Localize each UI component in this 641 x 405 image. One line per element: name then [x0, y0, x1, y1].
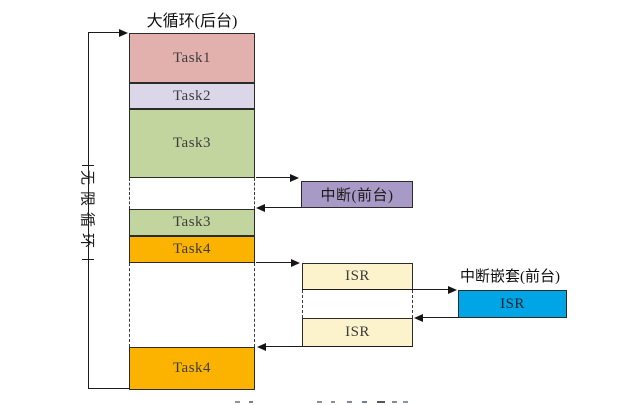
task4-resume-label: Task4	[172, 360, 212, 376]
cutoff-caption-fragment	[249, 401, 253, 403]
infinite-loop-label: 无限循环	[78, 169, 95, 255]
isr-gap-left-dash	[302, 290, 303, 318]
from-interrupt-arrowhead-icon	[256, 204, 265, 212]
task3-label: Task3	[172, 135, 212, 151]
isr-second-label: ISR	[345, 324, 370, 340]
to-isr-arrowhead-icon	[291, 259, 300, 267]
task4-resume-box: Task4	[129, 347, 255, 390]
to-nested-isr-line	[302, 289, 448, 290]
to-nested-isr-arrowhead-icon	[448, 286, 457, 294]
gap2-left-dash	[129, 263, 130, 347]
interrupt-label: 中断(前台)	[320, 188, 394, 204]
loop-tick-top	[82, 165, 94, 166]
isr-gap-right-dash	[412, 290, 413, 318]
loop-bottom-line	[88, 388, 130, 389]
isr-first-box: ISR	[302, 263, 413, 290]
loop-top-line	[88, 32, 119, 33]
task1-label: Task1	[172, 49, 212, 66]
loop-entry-arrowhead-icon	[119, 29, 128, 37]
interrupt-box: 中断(前台)	[301, 181, 413, 208]
to-isr-line	[256, 262, 291, 263]
task2-label: Task2	[172, 87, 212, 104]
from-nested-isr-arrowhead-icon	[414, 314, 423, 322]
nested-isr-box: ISR	[458, 290, 567, 318]
loop-left-line	[88, 32, 89, 389]
task1-box: Task1	[129, 33, 255, 83]
nested-interrupt-title: 中断嵌套(前台)	[460, 269, 560, 285]
loop-tick-bottom	[82, 259, 94, 260]
cutoff-caption-fragment	[331, 401, 335, 403]
task3-resume-box: Task3	[129, 209, 255, 236]
to-interrupt-arrowhead-icon	[290, 174, 299, 182]
isr-second-box: ISR	[302, 318, 413, 347]
task3-box: Task3	[129, 109, 255, 178]
task4-label: Task4	[172, 241, 212, 257]
cutoff-caption-fragment	[377, 401, 385, 403]
gap1-right-dash	[254, 178, 255, 209]
from-interrupt-line	[265, 207, 301, 208]
from-nested-isr-line	[423, 317, 458, 318]
task2-box: Task2	[129, 83, 255, 109]
task3-resume-label: Task3	[172, 214, 212, 230]
to-interrupt-line	[256, 177, 291, 178]
cutoff-caption-fragment	[392, 401, 397, 403]
from-isr-line	[266, 346, 413, 347]
cutoff-caption-fragment	[362, 401, 367, 403]
gap2-right-dash	[254, 263, 255, 347]
cutoff-caption-fragment	[403, 401, 408, 403]
from-isr-arrowhead-icon	[257, 343, 266, 351]
gap1-left-dash	[129, 178, 130, 209]
diagram-title: 大循环(后台)	[146, 13, 238, 30]
cutoff-caption-fragment	[235, 401, 240, 403]
isr-first-label: ISR	[345, 268, 370, 284]
cutoff-caption-fragment	[347, 401, 352, 403]
task4-box: Task4	[129, 236, 255, 263]
cutoff-caption-fragment	[317, 401, 322, 403]
nested-isr-label: ISR	[500, 295, 525, 312]
